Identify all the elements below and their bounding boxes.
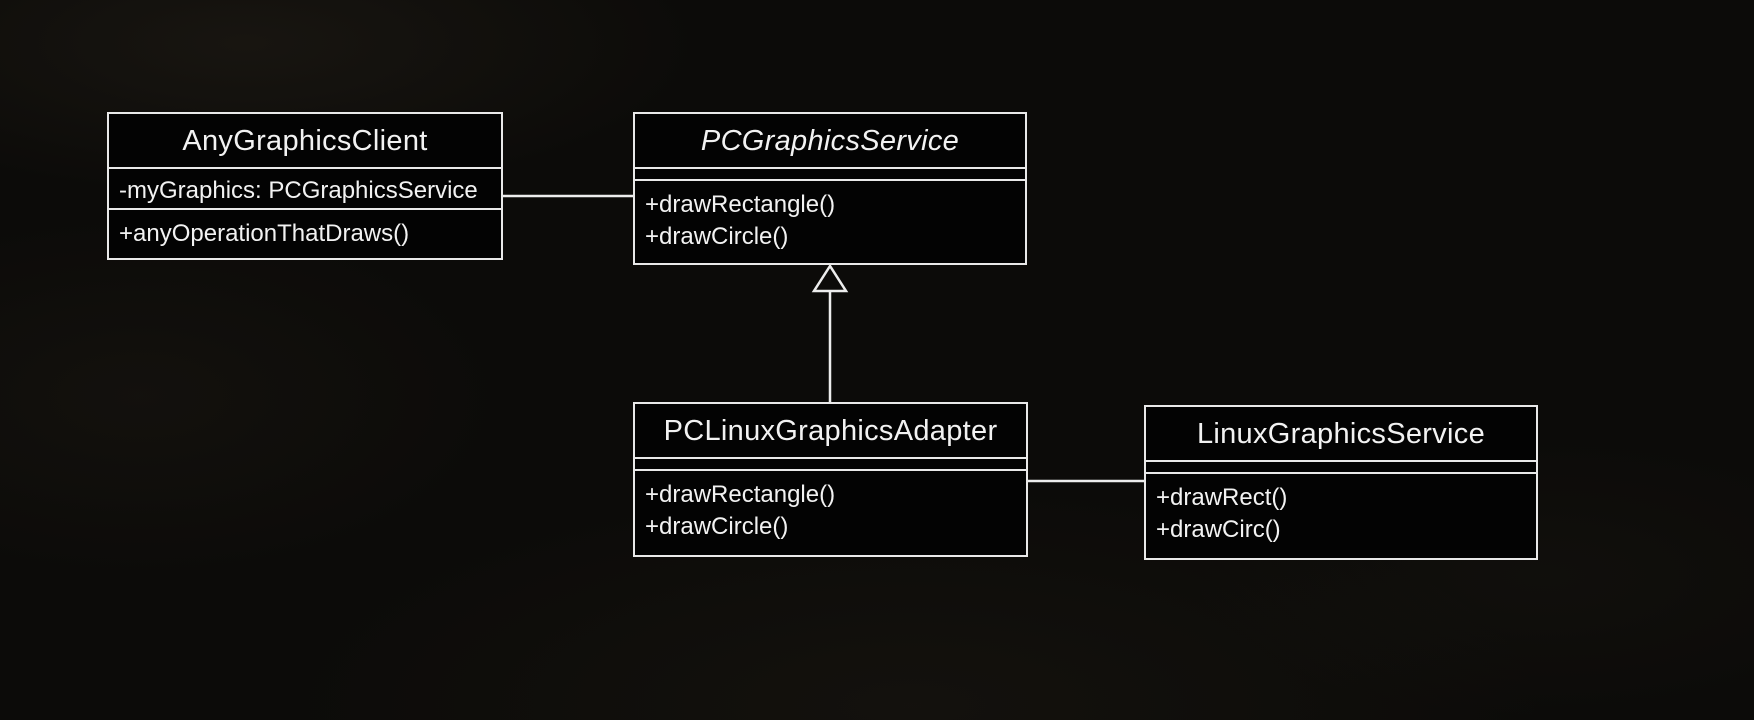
class-method: +drawRect()	[1156, 484, 1288, 511]
class-anygraphicsclient: AnyGraphicsClient -myGraphics: PCGraphic…	[107, 112, 503, 260]
class-attributes-compartment	[1146, 462, 1536, 474]
class-method: +drawCircle()	[645, 513, 789, 541]
class-title: LinuxGraphicsService	[1146, 407, 1536, 462]
class-methods-compartment: +drawRectangle() +drawCircle()	[635, 181, 1025, 263]
class-method: +anyOperationThatDraws()	[119, 219, 410, 247]
class-title: AnyGraphicsClient	[109, 114, 501, 169]
class-title: PCLinuxGraphicsAdapter	[635, 404, 1026, 459]
class-pclinuxgraphicsadapter: PCLinuxGraphicsAdapter +drawRectangle() …	[633, 402, 1028, 557]
class-method: +drawRectangle()	[645, 481, 836, 508]
class-method: +drawCircle()	[645, 223, 789, 251]
class-methods-compartment: +drawRect() +drawCirc()	[1146, 474, 1536, 558]
class-attributes-compartment	[635, 459, 1026, 471]
class-methods-compartment: +drawRectangle() +drawCircle()	[635, 471, 1026, 555]
class-linuxgraphicsservice: LinuxGraphicsService +drawRect() +drawCi…	[1144, 405, 1538, 560]
class-methods-compartment: +anyOperationThatDraws()	[109, 210, 501, 258]
class-attributes-compartment	[635, 169, 1025, 181]
class-method: +drawRectangle()	[645, 191, 836, 218]
class-method: +drawCirc()	[1156, 516, 1281, 544]
class-title: PCGraphicsService	[635, 114, 1025, 169]
class-pcgraphicsservice: PCGraphicsService +drawRectangle() +draw…	[633, 112, 1027, 265]
class-attributes-compartment: -myGraphics: PCGraphicsService	[109, 169, 501, 210]
class-attribute: -myGraphics: PCGraphicsService	[119, 177, 478, 204]
generalization-arrowhead	[811, 263, 849, 293]
